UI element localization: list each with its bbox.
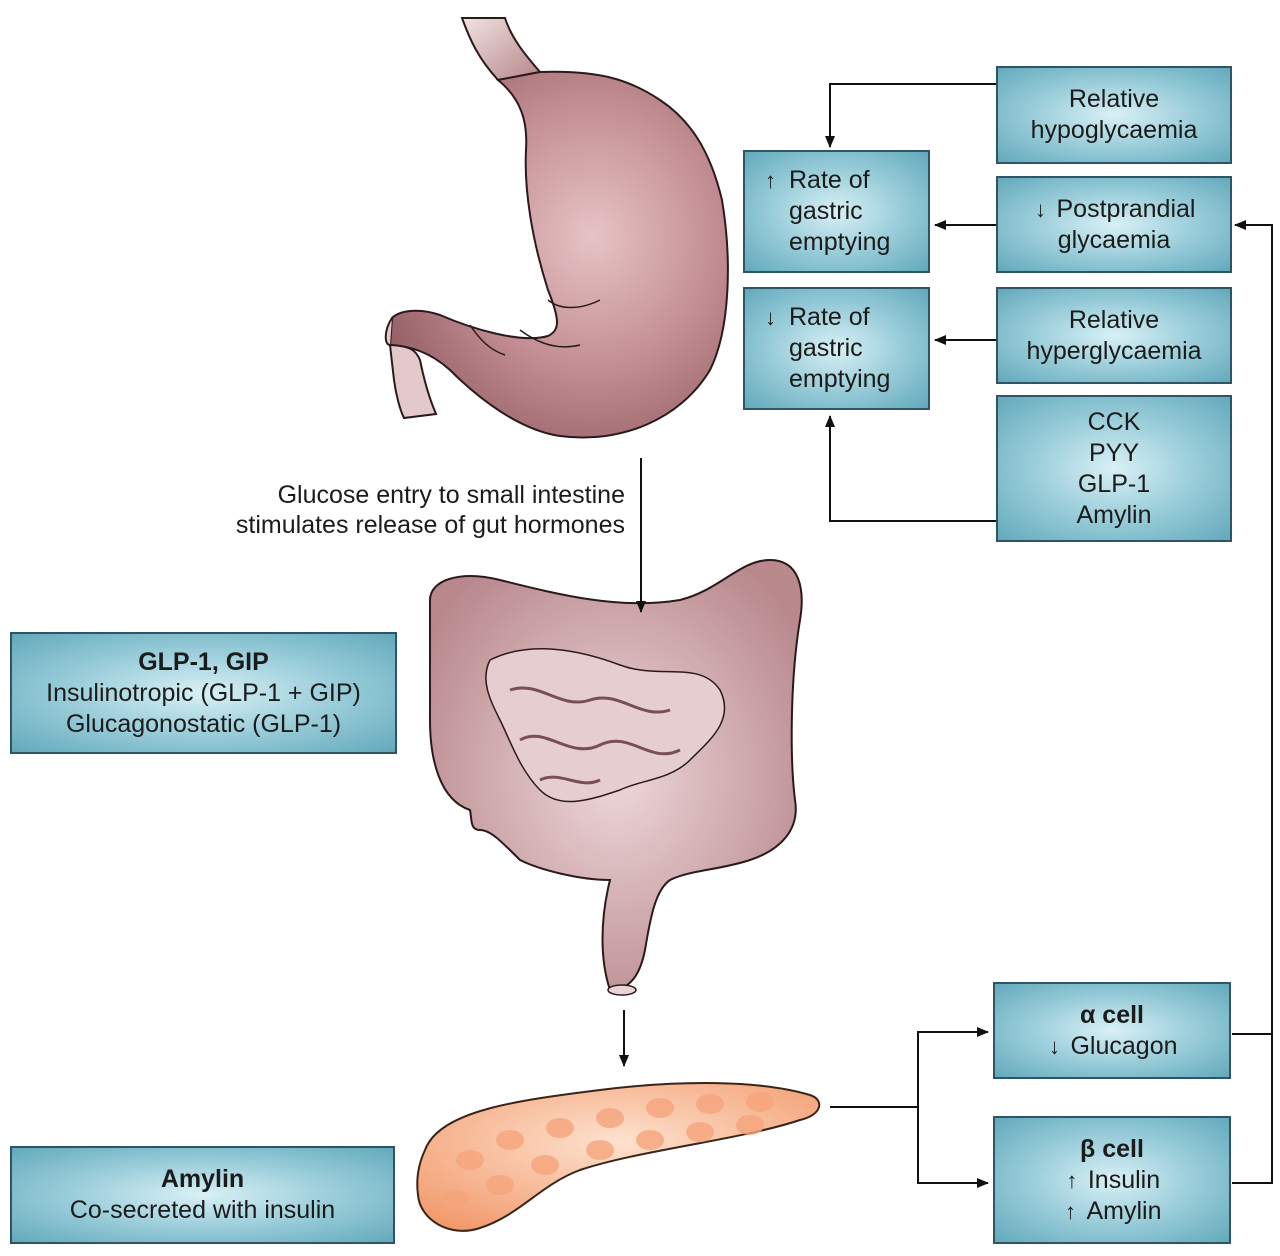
pancreas-lobules: [441, 1092, 774, 1210]
feedback-line-beta: [1232, 1034, 1273, 1184]
esophagus-shape: [460, 17, 542, 82]
stomach-body-shape: [388, 70, 729, 439]
feedback-line-alpha: [1232, 220, 1273, 1035]
box-line: hyperglycaemia: [1026, 336, 1202, 365]
up-arrow-icon: ↑: [765, 168, 776, 193]
duodenum-shape: [384, 317, 438, 420]
box-line: Relative: [1068, 85, 1160, 113]
stomach-fold: [547, 299, 601, 309]
box-line: Rate of: [789, 166, 870, 194]
box-line: Glucagon: [1070, 1031, 1178, 1060]
gut-hormones-box: CCK PYY GLP-1 Amylin: [996, 395, 1232, 542]
up-arrow-icon: ↑: [1066, 1167, 1078, 1193]
down-arrow-icon: ↓: [765, 305, 776, 330]
amylin-box: Amylin Co-secreted with insulin: [10, 1146, 395, 1244]
box-line: GLP-1: [1077, 469, 1151, 498]
box-line: Postprandial: [1056, 194, 1196, 223]
stomach-fold: [519, 329, 581, 348]
arrow-hormones-to-decrease: [825, 415, 996, 522]
intestine-fold: [539, 775, 601, 785]
up-arrow-icon: ↑: [1064, 1198, 1076, 1224]
box-line: Amylin: [1076, 500, 1152, 529]
relative-hypoglycaemia-box: Relative hypoglycaemia: [996, 66, 1232, 164]
arrow-hypoglycaemia-to-increase: [825, 83, 996, 148]
relative-hyperglycaemia-box: Relative hyperglycaemia: [996, 287, 1232, 384]
glucose-entry-caption: Glucose entry to small intestine stimula…: [120, 480, 625, 540]
intestine-fold: [509, 686, 671, 714]
box-line: Co-secreted with insulin: [69, 1196, 336, 1224]
stomach-illustration: [384, 17, 729, 439]
arrow-pancreas-to-beta: [917, 1107, 989, 1188]
box-line: emptying: [789, 228, 891, 256]
decrease-gastric-emptying-box: ↓ Rate of gastric emptying: [743, 287, 930, 410]
box-line: Glucagonostatic (GLP-1): [65, 709, 342, 738]
box-title: GLP-1, GIP: [138, 647, 269, 676]
arrow-pancreas-to-alpha: [917, 1027, 989, 1107]
box-title: β cell: [1080, 1134, 1144, 1163]
box-line: hypoglycaemia: [1030, 116, 1198, 144]
box-line: gastric: [789, 334, 863, 362]
small-intestine-loops: [485, 648, 726, 803]
stomach-fold: [469, 324, 506, 356]
box-title: Amylin: [160, 1165, 245, 1193]
pancreas-illustration: [416, 1082, 821, 1232]
caption-line: Glucose entry to small intestine: [277, 481, 625, 509]
caption-line: stimulates release of gut hormones: [235, 511, 625, 539]
connectors: [619, 83, 1273, 1188]
box-line: glycaemia: [1057, 225, 1171, 254]
beta-cell-box: β cell ↑ Insulin ↑ Amylin: [993, 1116, 1231, 1244]
postprandial-glycaemia-box: ↓ Postprandial glycaemia: [996, 176, 1232, 273]
alpha-cell-box: α cell ↓ Glucagon: [993, 982, 1231, 1079]
increase-gastric-emptying-box: ↑ Rate of gastric emptying: [743, 150, 930, 273]
box-line: CCK: [1087, 407, 1141, 436]
box-title: α cell: [1079, 1000, 1144, 1029]
box-line: emptying: [789, 365, 891, 393]
box-line: Rate of: [789, 303, 870, 331]
box-line: Relative: [1068, 305, 1160, 334]
down-arrow-icon: ↓: [1035, 196, 1046, 222]
intestine-fold: [519, 734, 681, 756]
box-line: gastric: [789, 197, 863, 225]
box-line: Insulinotropic (GLP-1 + GIP): [46, 678, 361, 707]
down-arrow-icon: ↓: [1048, 1033, 1060, 1059]
glp1-gip-box: GLP-1, GIP Insulinotropic (GLP-1 + GIP) …: [10, 632, 397, 754]
intestine-illustration: [429, 558, 803, 996]
box-line: PYY: [1088, 438, 1140, 467]
box-line: Insulin: [1087, 1165, 1161, 1194]
box-line: Amylin: [1086, 1196, 1162, 1225]
rectum-opening: [607, 984, 637, 996]
